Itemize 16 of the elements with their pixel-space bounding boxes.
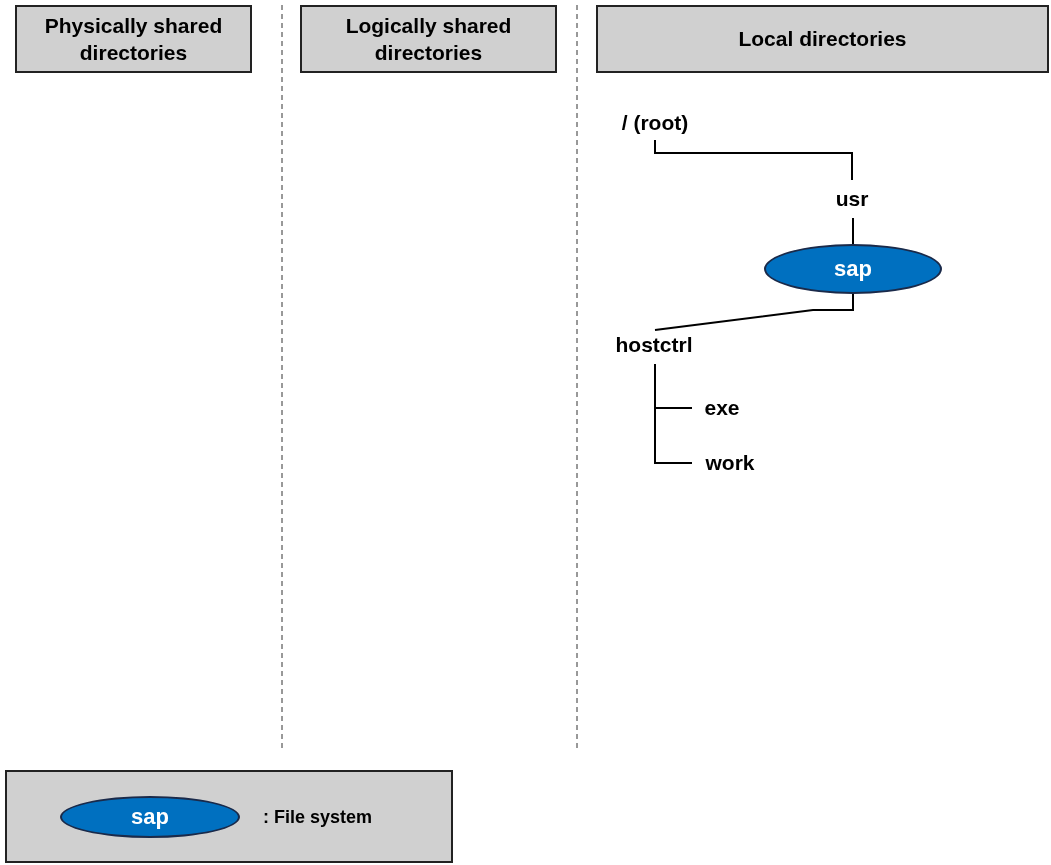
directory-label: work [698,448,762,478]
directory-label: hostctrl [606,330,702,360]
tree-connector [654,363,693,464]
tree-connector [654,139,853,181]
directory-label: exe [698,393,746,423]
file-system-ellipse: sap [60,796,240,838]
legend-text: : File system [263,806,373,829]
header-box: Physically shared directories [15,5,252,73]
file-system-ellipse: sap [764,244,942,294]
tree-connector [654,293,854,331]
legend-box [5,770,453,863]
tree-connector [852,217,854,245]
header-box: Local directories [596,5,1049,73]
header-box: Logically shared directories [300,5,557,73]
directory-label: / (root) [612,108,698,138]
directory-label: usr [830,184,874,214]
